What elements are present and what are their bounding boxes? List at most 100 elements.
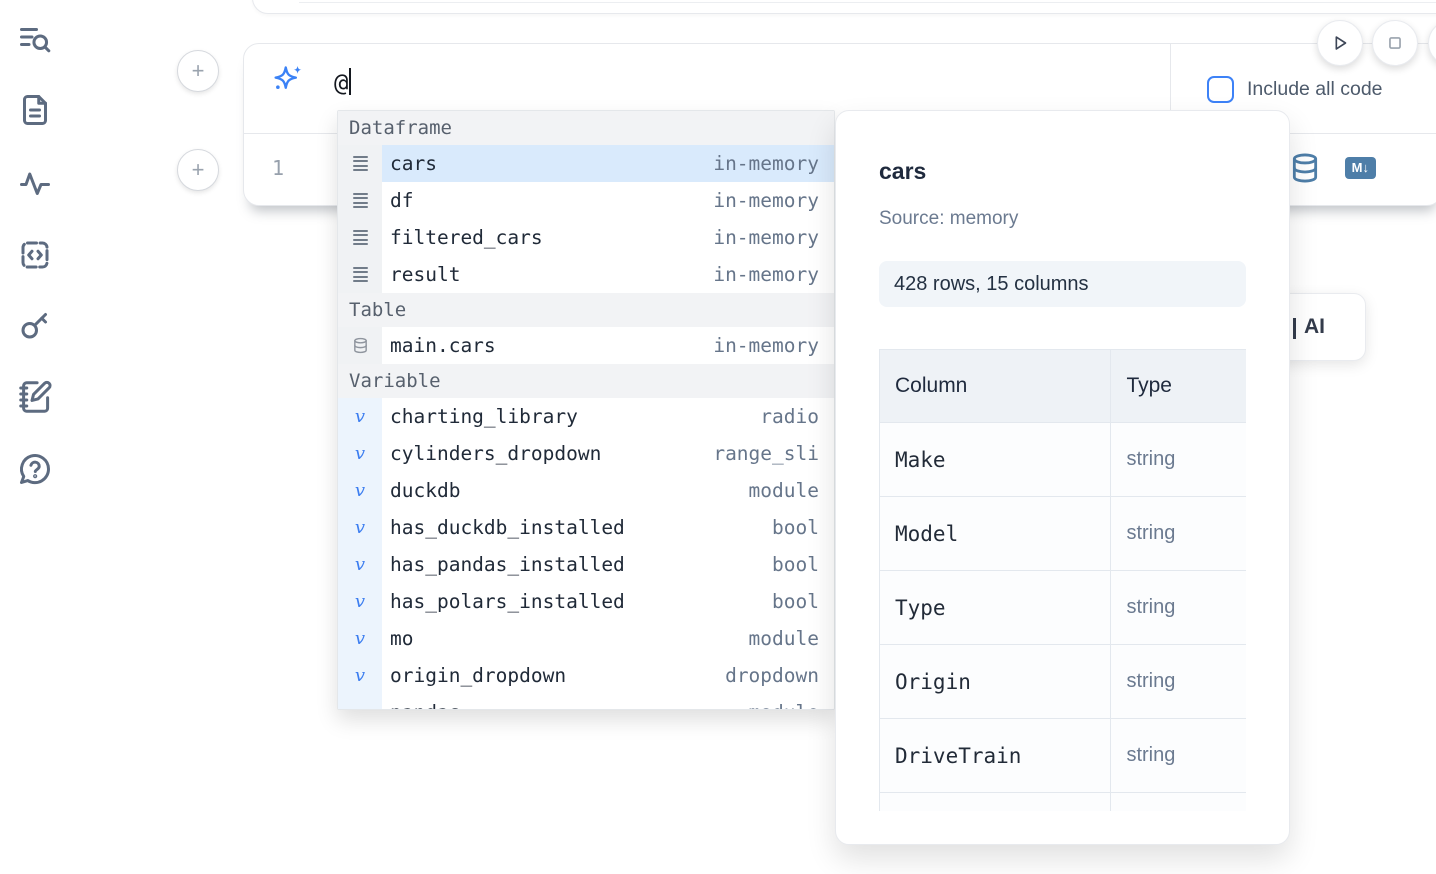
item-main: filtered_cars in-memory — [382, 219, 834, 256]
item-type: in-memory — [713, 152, 819, 175]
schema-column-name: Make — [879, 422, 1112, 497]
activity-icon[interactable] — [17, 165, 55, 203]
item-type: in-memory — [713, 189, 819, 212]
autocomplete-item[interactable]: v filtered_cars in-memory — [338, 219, 834, 256]
item-gutter: v — [338, 219, 382, 256]
cell-divider — [299, 2, 1436, 3]
schema-column-name: Type — [879, 570, 1112, 645]
schema-column-type: string — [1110, 718, 1246, 793]
item-type: module — [748, 479, 819, 502]
schema-header-row: Column Type — [879, 349, 1246, 423]
schema-column-name: Origin — [879, 644, 1112, 719]
item-gutter: v — [338, 327, 382, 364]
variable-icon: v — [354, 516, 366, 538]
autocomplete-item[interactable]: v mo module — [338, 620, 834, 657]
item-main: result in-memory — [382, 256, 834, 293]
item-gutter: v — [338, 620, 382, 657]
schema-table: Column Type Make string Model string Typ… — [879, 349, 1246, 811]
column-header: Column — [879, 349, 1112, 423]
preview-title: cars — [879, 158, 927, 184]
autocomplete-item[interactable]: v origin_dropdown dropdown — [338, 657, 834, 694]
autocomplete-item[interactable]: v has_duckdb_installed bool — [338, 509, 834, 546]
item-gutter: v — [338, 472, 382, 509]
schema-row — [879, 792, 1246, 811]
item-main: mo module — [382, 620, 834, 657]
item-label: has_pandas_installed — [390, 553, 625, 576]
item-main: main.cars in-memory — [382, 327, 834, 364]
schema-column-type — [1110, 792, 1246, 811]
add-cell-button-top[interactable]: + — [177, 50, 219, 92]
list-search-icon[interactable] — [17, 22, 55, 60]
sidebar — [0, 0, 70, 874]
autocomplete-item[interactable]: v charting_library radio — [338, 398, 834, 435]
autocomplete-item[interactable]: v has_pandas_installed bool — [338, 546, 834, 583]
preview-source: Source: memory — [879, 208, 1019, 229]
autocomplete-item[interactable]: v pandas module — [338, 694, 834, 709]
item-type: in-memory — [713, 263, 819, 286]
ai-prompt-input[interactable]: @ — [334, 68, 352, 97]
section-header-label: Table — [349, 299, 407, 321]
schema-column-type: string — [1110, 570, 1246, 645]
database-toggle-icon[interactable] — [1289, 152, 1321, 184]
item-label: filtered_cars — [390, 226, 543, 249]
item-gutter: v — [338, 509, 382, 546]
schema-column-type: string — [1110, 422, 1246, 497]
item-label: pandas — [390, 701, 749, 709]
rows-icon — [352, 192, 368, 209]
schema-column-type: string — [1110, 644, 1246, 719]
autocomplete-item[interactable]: v cars in-memory — [338, 145, 834, 182]
schema-row: Type string — [879, 570, 1246, 645]
schema-column-name: DriveTrain — [879, 718, 1112, 793]
schema-table-wrapper: Column Type Make string Model string Typ… — [879, 349, 1246, 811]
item-gutter: v — [338, 657, 382, 694]
schema-row: DriveTrain string — [879, 718, 1246, 793]
autocomplete-item[interactable]: v main.cars in-memory — [338, 327, 834, 364]
include-all-code-checkbox[interactable] — [1207, 76, 1234, 103]
run-cell-button[interactable] — [1317, 20, 1363, 66]
autocomplete-item[interactable]: v cylinders_dropdown range_sli — [338, 435, 834, 472]
add-cell-button-bottom[interactable]: + — [177, 149, 219, 191]
item-label: main.cars — [390, 334, 496, 357]
item-main: charting_library radio — [382, 398, 834, 435]
file-text-icon[interactable] — [17, 92, 55, 130]
item-type: module — [749, 701, 819, 709]
stop-icon — [1389, 37, 1401, 49]
dataframe-preview-panel: cars Source: memory 428 rows, 15 columns… — [835, 110, 1290, 845]
variable-icon: v — [354, 479, 366, 501]
autocomplete-item[interactable]: v df in-memory — [338, 182, 834, 219]
previous-cell-partial — [252, 0, 1436, 14]
schema-column-name — [879, 792, 1112, 811]
item-label: has_polars_installed — [390, 590, 625, 613]
notebook-pen-icon[interactable] — [17, 379, 55, 417]
key-icon[interactable] — [17, 307, 55, 345]
item-gutter: v — [338, 694, 382, 709]
type-header: Type — [1110, 349, 1246, 423]
item-gutter: v — [338, 256, 382, 293]
variable-icon: v — [354, 664, 366, 686]
autocomplete-item[interactable]: v has_polars_installed bool — [338, 583, 834, 620]
include-all-code-label: Include all code — [1247, 78, 1383, 100]
ai-prompt-row: @ Include all code — [244, 44, 1436, 133]
code-square-icon[interactable] — [17, 237, 55, 275]
item-label: df — [390, 189, 414, 212]
item-main: origin_dropdown dropdown — [382, 657, 834, 694]
variable-icon: v — [354, 553, 366, 575]
help-circle-icon[interactable] — [17, 451, 55, 489]
stop-cell-button[interactable] — [1372, 20, 1418, 66]
markdown-toggle-icon[interactable]: M↓ — [1344, 157, 1376, 179]
item-main: has_polars_installed bool — [382, 583, 834, 620]
item-type: bool — [772, 553, 819, 576]
item-main: duckdb module — [382, 472, 834, 509]
item-main: cylinders_dropdown range_sli — [382, 435, 834, 472]
cell-toolbar: M↓ — [1289, 152, 1376, 184]
autocomplete-item[interactable]: v result in-memory — [338, 256, 834, 293]
item-type: radio — [760, 405, 819, 428]
item-gutter: v — [338, 398, 382, 435]
schema-row: Model string — [879, 496, 1246, 571]
preview-shape-badge: 428 rows, 15 columns — [879, 261, 1246, 307]
autocomplete-item[interactable]: v duckdb module — [338, 472, 834, 509]
item-label: result — [390, 263, 461, 286]
item-main: cars in-memory — [382, 145, 834, 182]
section-header-label: Dataframe — [349, 117, 452, 139]
schema-row: Make string — [879, 422, 1246, 497]
